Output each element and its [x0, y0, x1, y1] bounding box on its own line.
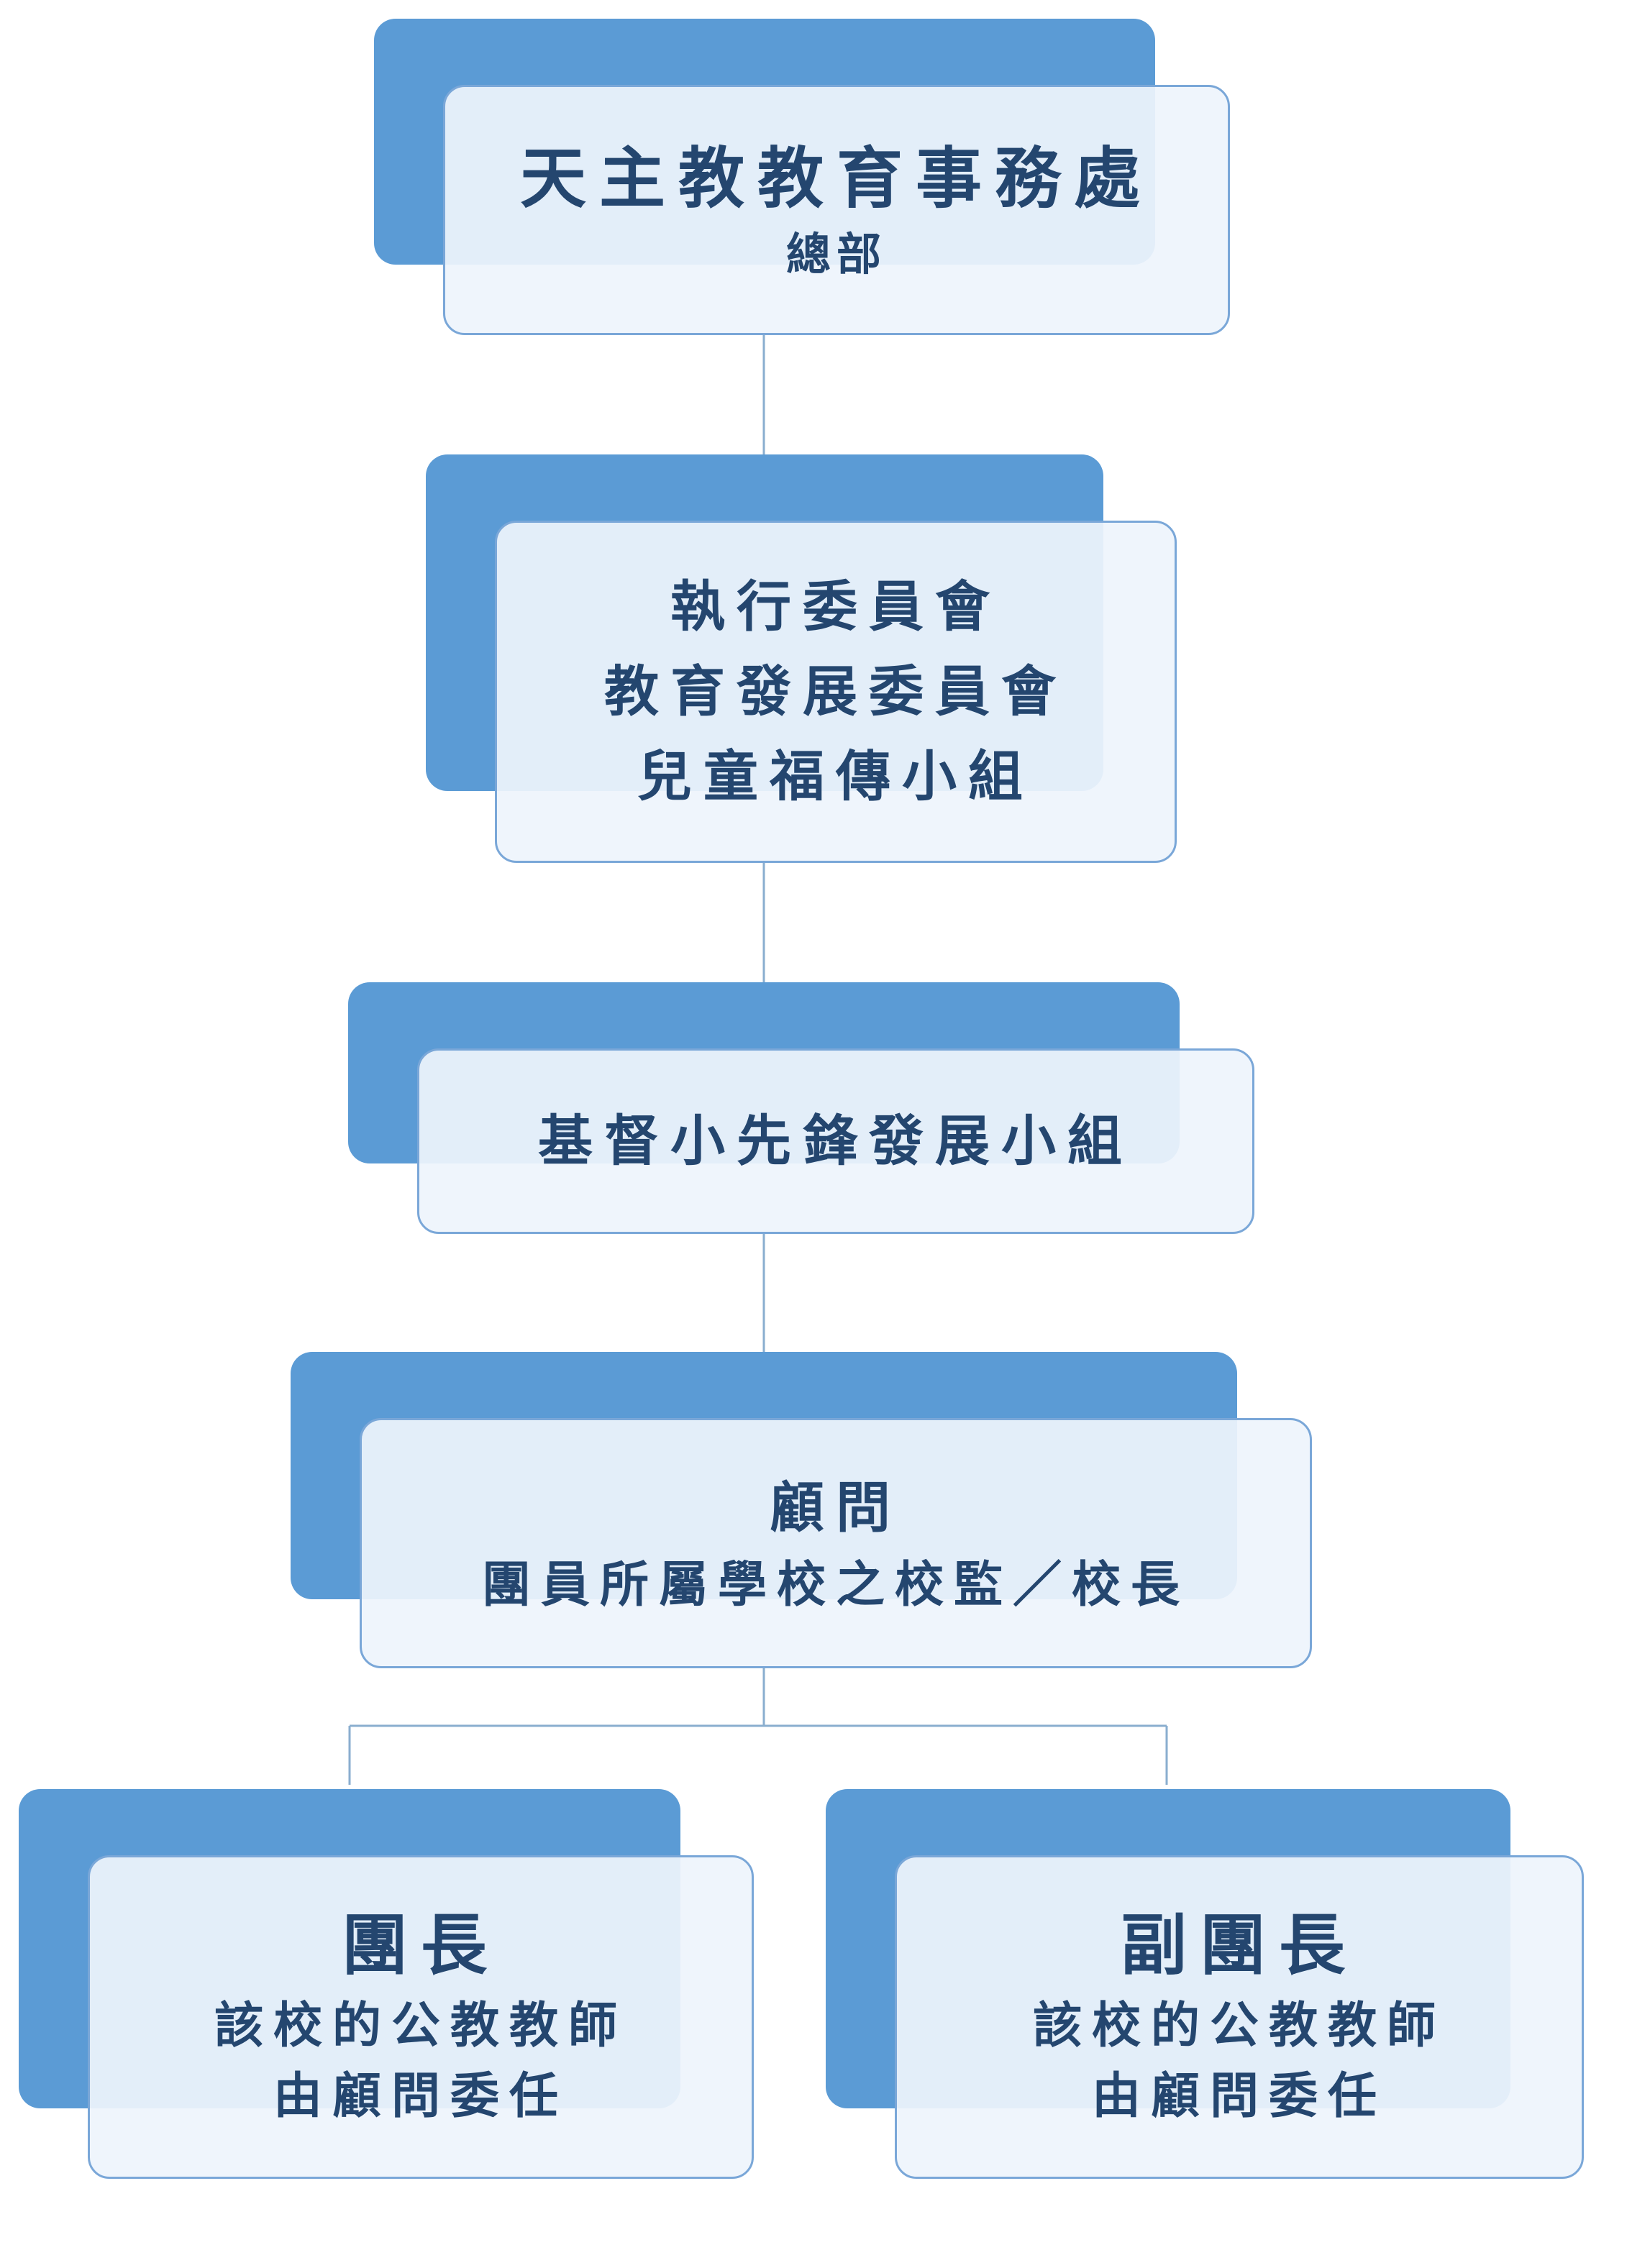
deputy-leader-line-1: 該校的公教教師: [1032, 1997, 1446, 2054]
leader-node: 團長 該校的公教教師 由顧問委任: [88, 1855, 754, 2179]
leader-line-1: 該校的公教教師: [214, 1997, 627, 2054]
headquarters-subtitle: 總部: [785, 227, 887, 280]
pioneer-group-title: 基督小先鋒發展小組: [538, 1109, 1134, 1174]
pioneer-group-node: 基督小先鋒發展小組: [417, 1048, 1254, 1234]
committees-line-2: 教育發展委員會: [604, 659, 1067, 724]
deputy-leader-line-2: 由顧問委任: [1091, 2068, 1387, 2126]
committees-line-1: 執行委員會: [670, 575, 1001, 639]
deputy-leader-title: 副團長: [1120, 1907, 1358, 1985]
leader-line-2: 由顧問委任: [273, 2068, 568, 2126]
headquarters-node: 天主教教育事務處 總部: [443, 85, 1230, 335]
advisor-title: 顧問: [770, 1475, 902, 1540]
advisor-subtitle: 團員所屬學校之校監／校長: [481, 1556, 1190, 1614]
headquarters-title: 天主教教育事務處: [519, 140, 1153, 217]
committees-line-3: 兒童福傳小組: [637, 744, 1034, 808]
committees-node: 執行委員會 教育發展委員會 兒童福傳小組: [495, 521, 1177, 863]
leader-title: 團長: [341, 1907, 500, 1985]
deputy-leader-node: 副團長 該校的公教教師 由顧問委任: [895, 1855, 1584, 2179]
advisor-node: 顧問 團員所屬學校之校監／校長: [360, 1418, 1312, 1668]
